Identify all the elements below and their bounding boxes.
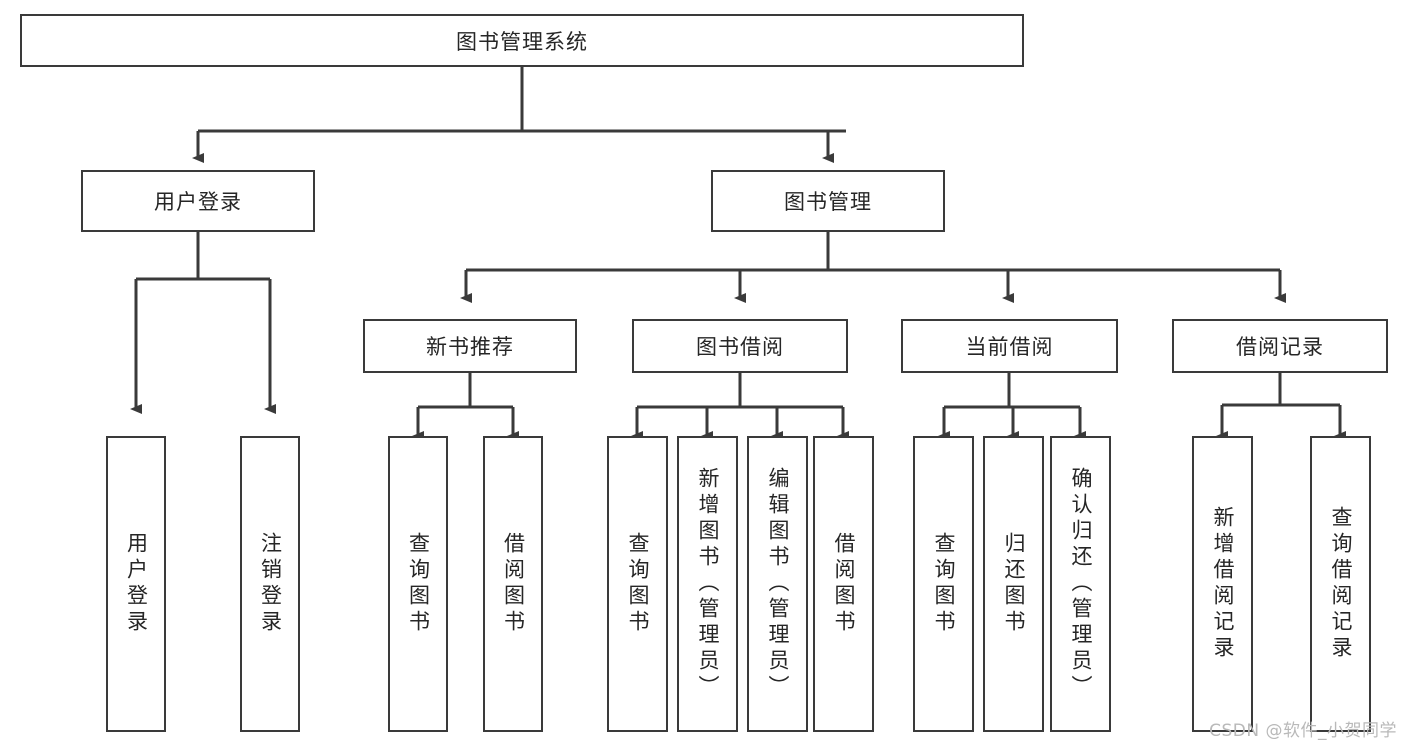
node-label: 用户登录 bbox=[154, 190, 242, 214]
node-label: 编辑图书（管理员） bbox=[766, 467, 790, 701]
leaf-book-borrow-query-book[interactable]: 查询图书 bbox=[607, 436, 668, 732]
node-label: 确认归还（管理员） bbox=[1069, 467, 1093, 701]
node-label: 新增借阅记录 bbox=[1211, 506, 1235, 662]
node-label: 借阅记录 bbox=[1236, 335, 1324, 359]
node-label: 新书推荐 bbox=[426, 335, 514, 359]
node-label: 图书管理系统 bbox=[456, 29, 588, 54]
node-label: 查询图书 bbox=[406, 532, 431, 636]
leaf-book-borrow-edit-book-admin[interactable]: 编辑图书（管理员） bbox=[747, 436, 808, 732]
node-label: 图书借阅 bbox=[696, 335, 784, 359]
leaf-current-borrow-return-book[interactable]: 归还图书 bbox=[983, 436, 1044, 732]
node-borrow-record[interactable]: 借阅记录 bbox=[1172, 319, 1388, 373]
node-label: 当前借阅 bbox=[965, 335, 1054, 359]
leaf-borrow-record-query-record[interactable]: 查询借阅记录 bbox=[1310, 436, 1371, 732]
leaf-user-login-login[interactable]: 用户登录 bbox=[106, 436, 166, 732]
node-label: 查询图书 bbox=[626, 532, 650, 636]
node-label: 归还图书 bbox=[1002, 532, 1026, 636]
node-user-login[interactable]: 用户登录 bbox=[81, 170, 315, 232]
node-label: 借阅图书 bbox=[501, 532, 526, 636]
leaf-user-login-logout[interactable]: 注销登录 bbox=[240, 436, 300, 732]
node-label: 查询借阅记录 bbox=[1329, 506, 1353, 662]
node-root-book-management-system[interactable]: 图书管理系统 bbox=[20, 14, 1024, 67]
leaf-current-borrow-confirm-return-admin[interactable]: 确认归还（管理员） bbox=[1050, 436, 1111, 732]
node-book-management[interactable]: 图书管理 bbox=[711, 170, 945, 232]
leaf-current-borrow-query-book[interactable]: 查询图书 bbox=[913, 436, 974, 732]
node-book-borrow[interactable]: 图书借阅 bbox=[632, 319, 848, 373]
node-new-book-recommend[interactable]: 新书推荐 bbox=[363, 319, 577, 373]
watermark-text: CSDN @软件_小贺同学 bbox=[1209, 721, 1397, 741]
node-label: 注销登录 bbox=[258, 532, 283, 636]
node-label: 新增图书（管理员） bbox=[696, 467, 720, 701]
node-label: 用户登录 bbox=[124, 532, 149, 636]
leaf-book-borrow-borrow-book[interactable]: 借阅图书 bbox=[813, 436, 874, 732]
leaf-new-book-query-book[interactable]: 查询图书 bbox=[388, 436, 448, 732]
node-label: 查询图书 bbox=[932, 532, 956, 636]
node-label: 图书管理 bbox=[784, 190, 872, 214]
node-label: 借阅图书 bbox=[832, 532, 856, 636]
leaf-borrow-record-add-record[interactable]: 新增借阅记录 bbox=[1192, 436, 1253, 732]
leaf-book-borrow-add-book-admin[interactable]: 新增图书（管理员） bbox=[677, 436, 738, 732]
node-current-borrow[interactable]: 当前借阅 bbox=[901, 319, 1118, 373]
leaf-new-book-borrow-book[interactable]: 借阅图书 bbox=[483, 436, 543, 732]
